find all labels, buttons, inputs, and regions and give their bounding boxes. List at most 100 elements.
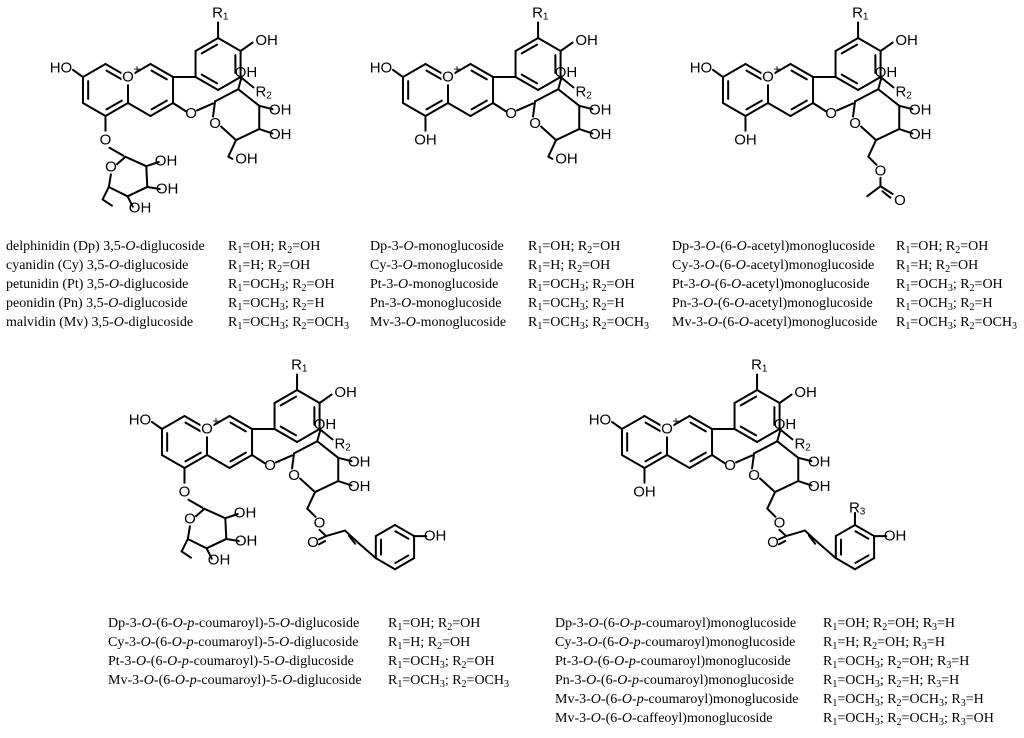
bond	[834, 76, 860, 91]
bond	[150, 99, 168, 111]
bond	[470, 99, 488, 111]
bond	[785, 529, 806, 538]
bond	[71, 68, 84, 78]
compound-name: Pn-3-O-(6-O-acetyl)monoglucoside	[672, 296, 873, 311]
substituents: R1=H; R2=OH; R3=H	[823, 635, 945, 652]
bond	[150, 420, 163, 430]
bond	[183, 454, 208, 469]
bond	[877, 88, 901, 107]
compound-name: petunidin (Pt) 3,5-O-diglucoside	[6, 277, 189, 292]
compound-name: Pn-3-O-(6-O-p-coumaroyl)monoglucoside	[555, 673, 794, 688]
substituents: R1=H; R2=OH	[896, 258, 979, 275]
substituents: R1=OCH3; R2=H	[528, 296, 625, 313]
bond	[898, 104, 914, 111]
bond	[357, 541, 377, 560]
bond	[374, 557, 396, 571]
bond	[688, 454, 714, 469]
bond	[778, 393, 793, 404]
bond	[854, 88, 880, 103]
bond	[296, 428, 321, 443]
bond	[532, 100, 537, 118]
bond	[273, 389, 299, 404]
substituent-r2-label: R2	[334, 435, 351, 453]
hydroxyl-label: OH	[575, 32, 598, 49]
substituent-r2-label: R2	[794, 435, 811, 453]
bond	[643, 454, 668, 469]
bond	[620, 454, 646, 469]
bond	[559, 76, 575, 89]
bond	[875, 128, 901, 142]
ring-oxygen-label: O	[762, 69, 774, 86]
bond	[214, 88, 240, 103]
bond	[200, 43, 219, 55]
bond	[318, 428, 334, 441]
bond	[879, 41, 894, 52]
bond	[229, 421, 247, 433]
bond	[854, 530, 870, 540]
bond	[227, 155, 234, 160]
bond	[316, 428, 322, 443]
bond	[753, 440, 779, 455]
bond	[534, 88, 560, 103]
compound-name: Cy-3-O-(6-O-p-coumaroyl)monoglucoside	[555, 635, 796, 650]
bond	[689, 421, 707, 433]
bond	[180, 550, 192, 559]
glycosidic-oxygen-label: O	[185, 105, 197, 122]
ring-oxygen-label: O	[529, 115, 541, 132]
bond	[852, 100, 857, 118]
substituent-r1-label: R1	[291, 356, 308, 374]
bond	[834, 524, 856, 538]
hydroxyl-label: HO	[50, 59, 73, 76]
label-backdrop	[200, 421, 214, 437]
bond	[149, 63, 175, 78]
carbonyl-oxygen-label: O	[767, 534, 779, 551]
substituents: R1=OCH3; R2=OH	[896, 277, 1003, 294]
hydroxyl-label: OH	[129, 199, 152, 216]
bond	[105, 99, 123, 111]
hydroxyl-label: OH	[414, 131, 437, 148]
bond	[776, 428, 782, 443]
bond	[401, 102, 427, 117]
bond	[126, 195, 134, 208]
bond	[790, 69, 808, 81]
bond	[721, 63, 747, 78]
bond	[745, 99, 763, 111]
bond	[227, 139, 238, 158]
hydroxyl-label: OH	[314, 416, 337, 433]
bond	[689, 451, 707, 463]
compound-name: Pn-3-O-monoglucoside	[370, 296, 502, 311]
label-backdrop	[441, 69, 455, 85]
bond	[299, 477, 317, 494]
hydroxyl-label: OH	[155, 152, 178, 169]
ring-oxygen-label: O	[442, 69, 454, 86]
bond	[866, 185, 882, 198]
compound-name: cyanidin (Cy) 3,5-O-diglucoside	[6, 258, 189, 273]
compound-name: delphinidin (Dp) 3,5-O-diglucoside	[6, 239, 205, 254]
bond	[107, 185, 129, 198]
bond	[306, 507, 317, 518]
substituent-r2-label: R2	[255, 83, 272, 101]
bond	[115, 155, 127, 166]
bond	[347, 534, 357, 545]
bond	[520, 43, 539, 55]
bond	[777, 535, 788, 541]
hydroxyl-label: OH	[334, 384, 357, 401]
bond	[867, 155, 878, 166]
bond	[879, 76, 895, 89]
bond	[237, 88, 261, 107]
bond	[258, 104, 274, 111]
hydroxyl-label: HO	[129, 411, 152, 428]
bond	[184, 421, 202, 433]
substituents: R1=OCH3; R2=OCH3; R3=H	[823, 692, 984, 709]
bond	[237, 76, 243, 91]
hydroxyl-label: OH	[156, 181, 179, 198]
compound-name: Dp-3-O-(6-O-acetyl)monoglucoside	[672, 239, 875, 254]
bond	[898, 128, 914, 135]
glycosidic-oxygen-label: O	[264, 457, 276, 474]
bond	[206, 454, 231, 469]
bond	[520, 73, 539, 85]
compound-name: Mv-3-O-(6-O-caffeoyl)monoglucoside	[555, 711, 773, 726]
bond	[343, 529, 360, 544]
bond	[228, 415, 254, 430]
compound-name: Pt-3-O-monoglucoside	[370, 277, 499, 292]
